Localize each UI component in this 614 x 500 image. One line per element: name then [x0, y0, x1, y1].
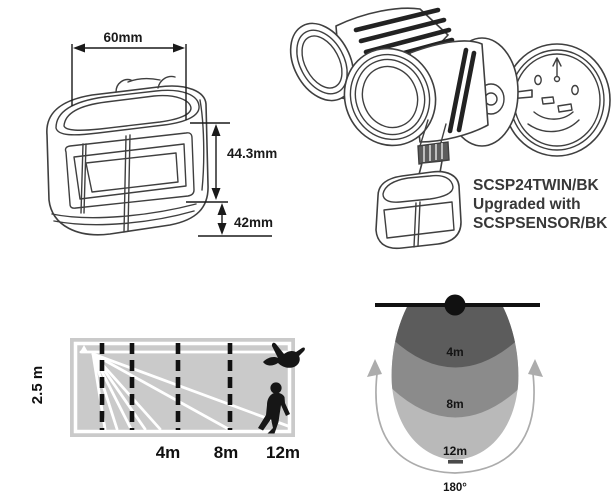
rotation-arrowhead-left	[367, 359, 382, 377]
front-lamp-head	[343, 40, 489, 147]
dimension-height-label: 44.3mm	[227, 146, 277, 161]
pir-sensor-line-drawing	[46, 75, 209, 236]
sensor-top-face	[55, 89, 200, 136]
sensor-lens-panel	[85, 152, 179, 193]
product-name-line2: Upgraded with	[473, 196, 581, 213]
wall-mount-line	[375, 294, 540, 316]
sensor-top-face-inner	[63, 94, 192, 131]
dimension-42mm: 42mm	[198, 203, 273, 237]
rotation-arrowhead-right	[528, 359, 543, 377]
range-marker-lines	[99, 343, 233, 430]
sensor-body-outline	[46, 85, 209, 236]
dimension-60mm: 60mm	[71, 30, 187, 120]
dimension-44mm: 44.3mm	[186, 122, 277, 203]
knurled-nut	[417, 141, 450, 165]
sensor-top-clip	[115, 75, 176, 93]
sensor-lens-window	[64, 132, 195, 209]
detection-top-view: 4m 8m 12m 180°	[367, 294, 543, 494]
plate-arrow-icon	[552, 57, 562, 77]
addon-sensor	[375, 170, 462, 250]
sensor-dot	[444, 294, 466, 316]
floodlight-drawing: SCSP24TWIN/BK Upgraded with SCSPSENSOR/B…	[289, 7, 611, 250]
detection-area-frame	[73, 341, 292, 434]
sensor-position-marker	[79, 345, 89, 353]
center-tick	[448, 460, 463, 464]
person-silhouette	[258, 382, 290, 434]
coverage-angle-label: 180°	[443, 482, 467, 494]
zone-label-8m: 8m	[446, 397, 463, 411]
zone-label-4m: 4m	[446, 345, 463, 359]
zone-4m	[391, 305, 519, 368]
sensor-lens-window-inner	[73, 143, 187, 200]
product-name-line1: SCSP24TWIN/BK	[473, 177, 600, 194]
dimension-width-label: 60mm	[103, 30, 142, 45]
sensor-dimension-drawing: 60mm 44.3mm 42mm	[46, 30, 277, 237]
product-name-line3: SCSPSENSOR/BK	[473, 215, 608, 232]
coverage-zones	[391, 305, 519, 464]
product-label: SCSP24TWIN/BK Upgraded with SCSPSENSOR/B…	[473, 177, 608, 232]
wall-mounting-plate	[501, 43, 611, 157]
range-label-12m: 12m	[266, 443, 300, 462]
detection-side-view: 2.5 m 4m 8m 12m	[29, 338, 305, 462]
sensor-seam-lines	[80, 99, 205, 233]
mount-height-label: 2.5 m	[29, 366, 46, 404]
dimension-base-label: 42mm	[234, 215, 273, 230]
rotation-arrows	[367, 359, 543, 474]
bird-silhouette	[263, 342, 305, 368]
range-label-8m: 8m	[214, 443, 239, 462]
range-label-4m: 4m	[156, 443, 181, 462]
lamp-body-band	[447, 47, 469, 134]
lamp-body-band	[456, 50, 477, 133]
zone-label-12m: 12m	[443, 444, 467, 458]
